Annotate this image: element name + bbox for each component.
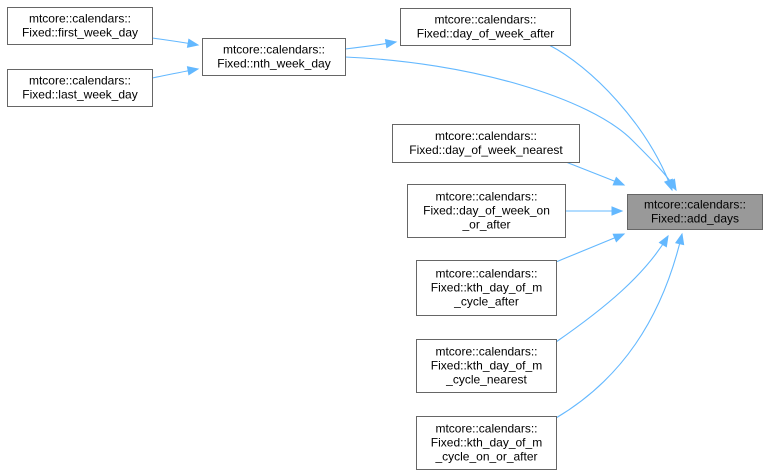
edge-line: [555, 233, 625, 263]
edge-line: [344, 56, 677, 191]
node-box: [202, 38, 346, 76]
node-box: [627, 194, 763, 230]
node-label-line: Fixed::kth_day_of_m: [431, 359, 542, 373]
edge-first_week_day-to-nth_week_day: [151, 37, 200, 48]
node-label-line: mtcore::calendars::: [435, 422, 537, 436]
node-box: [7, 69, 153, 107]
edge-line: [555, 235, 669, 343]
node-box: [416, 339, 557, 393]
arrowhead-icon: [612, 176, 626, 186]
edge-kth_day_of_m_cycle_after-to-add_days: [555, 233, 626, 263]
node-label-line: Fixed::nth_week_day: [217, 57, 330, 71]
node-box: [400, 8, 571, 46]
edges-layer: [151, 37, 685, 419]
node-label-line: mtcore::calendars::: [434, 13, 536, 27]
arrowhead-icon: [611, 206, 624, 216]
node-label-line: _cycle_nearest: [445, 373, 527, 387]
node-label-line: mtcore::calendars::: [435, 267, 537, 281]
node-label-line: Fixed::kth_day_of_m: [431, 281, 542, 295]
node-box: [416, 260, 557, 316]
edge-kth_day_of_m_cycle_nearest-to-add_days: [555, 234, 669, 343]
node-box: [416, 416, 557, 470]
arrowhead-icon: [612, 233, 626, 243]
node-label-line: Fixed::day_of_week_nearest: [409, 143, 563, 157]
node-label-line: _cycle_on_or_after: [434, 450, 537, 464]
arrowhead-icon: [658, 234, 669, 248]
node-box: [392, 124, 580, 163]
node-label-line: Fixed::day_of_week_on: [423, 204, 550, 218]
node-label-line: mtcore::calendars::: [223, 43, 325, 57]
node-box: [7, 7, 153, 45]
node-label-line: mtcore::calendars::: [435, 345, 537, 359]
edge-kth_day_of_m_cycle_on_or_after-to-add_days: [555, 232, 685, 419]
node-box: [407, 184, 566, 238]
node-label-line: _cycle_after: [453, 295, 519, 309]
edge-day_of_week_after-to-add_days: [548, 44, 673, 192]
node-kth_day_of_m_cycle_after[interactable]: mtcore::calendars::Fixed::kth_day_of_m_c…: [416, 260, 557, 316]
arrowhead-icon: [666, 178, 677, 192]
node-label-line: Fixed::kth_day_of_m: [431, 436, 542, 450]
node-last_week_day[interactable]: mtcore::calendars::Fixed::last_week_day: [7, 69, 153, 107]
node-kth_day_of_m_cycle_on_or_after[interactable]: mtcore::calendars::Fixed::kth_day_of_m_c…: [416, 416, 557, 470]
edge-line: [548, 44, 673, 191]
node-nth_week_day[interactable]: mtcore::calendars::Fixed::nth_week_day: [202, 38, 346, 76]
arrowhead-icon: [186, 66, 200, 76]
arrowhead-icon: [384, 39, 398, 49]
node-label-line: mtcore::calendars::: [29, 74, 131, 88]
node-day_of_week_nearest[interactable]: mtcore::calendars::Fixed::day_of_week_ne…: [392, 124, 580, 163]
edge-last_week_day-to-nth_week_day: [151, 66, 200, 79]
node-label-line: Fixed::add_days: [651, 212, 739, 226]
node-label-line: mtcore::calendars::: [29, 12, 131, 26]
node-first_week_day[interactable]: mtcore::calendars::Fixed::first_week_day: [7, 7, 153, 45]
node-day_of_week_on_or_after[interactable]: mtcore::calendars::Fixed::day_of_week_on…: [407, 184, 566, 238]
nodes-layer: mtcore::calendars::Fixed::add_daysmtcore…: [7, 7, 763, 470]
edge-day_of_week_nearest-to-add_days: [565, 161, 626, 186]
node-label-line: Fixed::first_week_day: [22, 26, 138, 40]
edge-nth_week_day-to-add_days: [344, 56, 677, 192]
edge-day_of_week_on_or_after-to-add_days: [564, 206, 624, 216]
edge-line: [555, 233, 683, 419]
node-label-line: Fixed::last_week_day: [22, 88, 137, 102]
node-add_days: mtcore::calendars::Fixed::add_days: [627, 194, 763, 230]
node-label-line: _or_after: [461, 218, 510, 232]
node-label-line: mtcore::calendars::: [644, 198, 746, 212]
node-day_of_week_after[interactable]: mtcore::calendars::Fixed::day_of_week_af…: [400, 8, 571, 46]
arrowhead-icon: [186, 38, 200, 48]
node-label-line: mtcore::calendars::: [435, 190, 537, 204]
node-label-line: mtcore::calendars::: [435, 129, 537, 143]
node-label-line: Fixed::day_of_week_after: [417, 27, 554, 41]
edge-nth_week_day-to-day_of_week_after: [344, 39, 398, 50]
arrowhead-icon: [675, 232, 685, 246]
node-kth_day_of_m_cycle_nearest[interactable]: mtcore::calendars::Fixed::kth_day_of_m_c…: [416, 339, 557, 393]
